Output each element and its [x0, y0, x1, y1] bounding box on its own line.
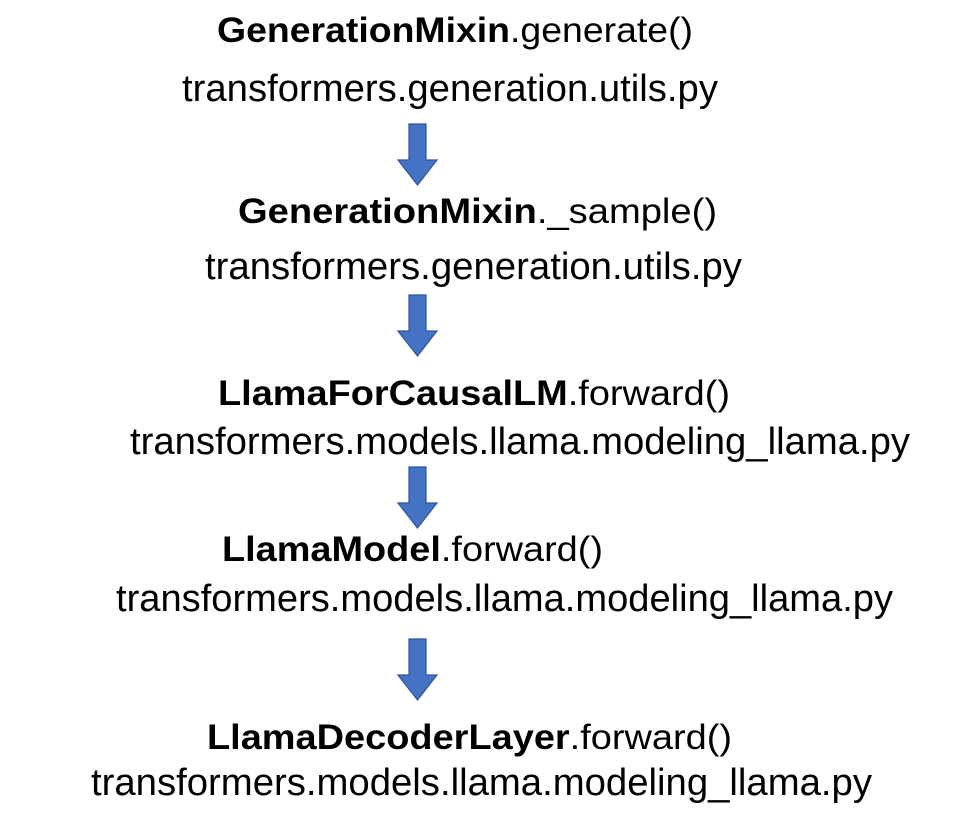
- step-4-title: LlamaModel.forward(): [222, 532, 603, 567]
- step-1-file-path: transformers.generation.utils.py: [182, 68, 718, 110]
- step-5-class-name: LlamaDecoderLayer: [207, 718, 570, 757]
- down-arrow-icon: [397, 123, 439, 186]
- step-2-method: ._sample(): [536, 192, 718, 231]
- step-1-method: .generate(): [510, 11, 693, 50]
- step-3-class-name: LlamaForCausalLM: [218, 374, 568, 413]
- step-4-method: .forward(): [440, 530, 603, 569]
- step-2-file-path: transformers.generation.utils.py: [205, 246, 742, 288]
- step-2-class-name: GenerationMixin: [238, 192, 537, 231]
- step-2-title: GenerationMixin._sample(): [238, 194, 717, 229]
- step-5-file-path: transformers.models.llama.modeling_llama…: [91, 762, 872, 804]
- step-5-title: LlamaDecoderLayer.forward(): [207, 720, 732, 755]
- step-4-file-path: transformers.models.llama.modeling_llama…: [116, 578, 894, 620]
- step-5-method: .forward(): [569, 718, 732, 757]
- down-arrow-icon: [397, 466, 439, 529]
- step-1-class-name: GenerationMixin: [217, 11, 511, 50]
- down-arrow-icon: [397, 294, 439, 357]
- step-3-title: LlamaForCausalLM.forward(): [218, 376, 730, 411]
- step-3-file-path: transformers.models.llama.modeling_llama…: [130, 421, 910, 463]
- down-arrow-icon: [397, 638, 439, 701]
- step-1-title: GenerationMixin.generate(): [217, 13, 693, 48]
- step-4-class-name: LlamaModel: [222, 530, 441, 569]
- step-3-method: .forward(): [567, 374, 730, 413]
